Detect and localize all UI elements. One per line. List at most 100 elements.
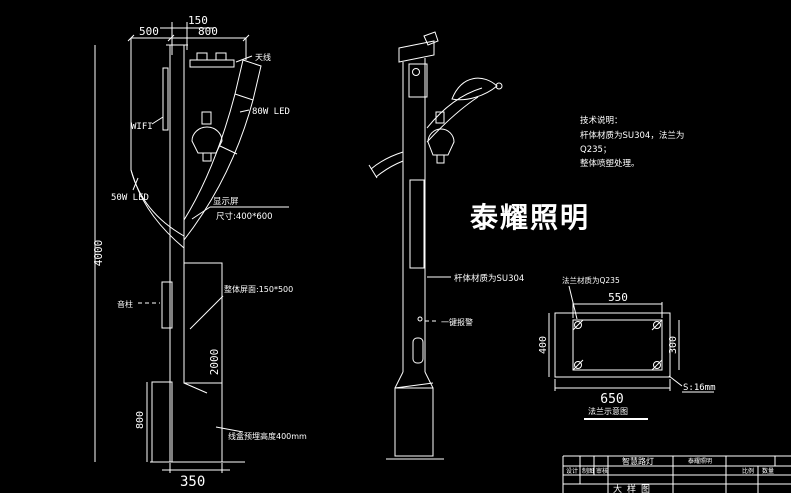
base-top-slant-b <box>394 382 434 389</box>
arm-tip-80w <box>234 59 262 101</box>
arm-curve-outer <box>183 93 236 221</box>
left-arm-curve-inner <box>134 181 185 249</box>
left-arm-cap <box>130 169 136 183</box>
tech-note-line4: 整体喷塑处理。 <box>580 158 640 169</box>
view-a-dimensions: 4000 500 800 150 2000 800 350 <box>92 14 250 490</box>
tb-field-draft: 制图 <box>582 467 594 475</box>
tick <box>167 34 175 42</box>
dim-550: 550 <box>608 291 628 304</box>
flange-material-label: 法兰材质为Q235 <box>562 275 620 285</box>
camera-tail-b <box>436 154 445 164</box>
left-arm-curve-outer <box>130 169 185 237</box>
dim-400: 400 <box>538 336 549 354</box>
bolt-hole <box>653 321 661 329</box>
thickness-label: S:16mm <box>683 383 716 393</box>
top-antenna-box-2 <box>215 52 227 61</box>
screen-slot-b <box>409 179 425 269</box>
dim-650: 650 <box>600 392 623 407</box>
screen-bottom-slant <box>183 382 208 394</box>
tb-field-design: 设计 <box>566 467 578 475</box>
tb-field-scale: 比例 <box>742 467 754 475</box>
panel-label: 整体屏面:150*500 <box>224 284 293 294</box>
brand-watermark: 泰耀照明 <box>470 201 590 234</box>
tech-note-line1: 技术说明： <box>580 115 623 126</box>
wifi-label: WIFI <box>131 122 153 132</box>
flange-caption-underline <box>584 418 648 420</box>
dim-150: 150 <box>188 14 208 27</box>
antenna-label: 天线 <box>255 52 271 62</box>
dim-300: 300 <box>668 336 679 354</box>
bolt-slash <box>651 319 663 331</box>
tb-field-qty: 数量 <box>762 467 774 475</box>
left-bracket-b-inner <box>375 160 404 178</box>
bolt-slash <box>572 319 584 331</box>
pole-cap-b <box>398 40 435 63</box>
camera-dome-b <box>427 128 455 156</box>
led80-leader <box>239 109 250 113</box>
led50-leader <box>132 177 139 191</box>
left-bracket-b-outer <box>370 151 404 170</box>
screen-size-label: 尺寸:400*600 <box>216 211 273 222</box>
tb-field-check: 审核 <box>596 467 608 475</box>
lamp-head-b <box>451 77 498 101</box>
camera-tail <box>202 152 212 162</box>
tick <box>242 34 250 42</box>
bolt-slash <box>651 359 663 371</box>
tb-caption: 大样图 <box>613 483 655 493</box>
camera-leader <box>219 145 238 155</box>
speaker-box <box>161 281 173 329</box>
antenna-leader <box>235 55 253 63</box>
view-b-labels: 杆体材质为SU304 一键报警 <box>425 273 524 327</box>
view-b-structure <box>368 31 503 460</box>
screen-label: 显示屏 <box>213 197 239 207</box>
camera-mount <box>201 111 212 125</box>
equipment-box-b <box>408 63 428 98</box>
screen-leader <box>191 206 211 220</box>
top-plate <box>189 59 235 68</box>
tech-notes: 技术说明： 杆体材质为SU304，法兰为 Q235； 整体喷塑处理。 <box>580 115 684 169</box>
base-slant-l-b <box>394 371 404 389</box>
view-a-structure <box>130 38 262 463</box>
view-a-labels: 天线 WIFI 80W LED 50W LED 显示屏 尺寸:400*600 音… <box>111 52 307 441</box>
alarm-button-b <box>417 316 423 322</box>
arm-curve-b-outer <box>426 87 483 129</box>
flange-detail: 法兰材质为Q235 550 650 400 300 S:16mm 法兰示意图 <box>538 275 716 420</box>
flange-caption: 法兰示意图 <box>588 406 628 416</box>
flange-bolts <box>572 319 663 371</box>
base-box-b <box>394 387 434 457</box>
base-slant-r-b <box>424 371 434 389</box>
tech-note-line2: 杆体材质为SU304，法兰为 <box>580 130 684 141</box>
tech-note-line3: Q235； <box>580 145 611 155</box>
material-label-b: 杆体材质为SU304 <box>454 273 524 284</box>
title-block: 智慧路灯 泰耀照明 设计 制图 审核 比例 数量 大样图 <box>562 455 791 493</box>
hand-hole-b <box>412 337 424 364</box>
camera-dome <box>191 126 223 154</box>
left-bracket-b-cap <box>368 164 378 179</box>
camera-mount-b <box>435 111 445 124</box>
embed-leader <box>215 426 244 433</box>
bolt-hole <box>653 361 661 369</box>
bolt-hole <box>574 361 582 369</box>
dim-4000: 4000 <box>92 240 105 267</box>
arm-curve-inner <box>183 99 254 241</box>
dim-500: 500 <box>139 25 159 38</box>
tick <box>127 34 135 42</box>
tb-company: 泰耀照明 <box>688 457 712 465</box>
speaker-label: 音柱 <box>117 299 133 309</box>
led50-label: 50W LED <box>111 193 149 203</box>
panel-leader <box>189 295 224 330</box>
flange-outer-plate <box>554 312 671 378</box>
top-antenna-b <box>423 31 439 46</box>
wifi-antenna-rod <box>162 67 169 131</box>
flange-bolt-rect <box>572 319 663 371</box>
dim-2000: 2000 <box>208 349 221 376</box>
equipment-lens-b <box>412 68 420 76</box>
lamp-tip-b <box>495 82 503 90</box>
alarm-label-b: 一键报警 <box>441 317 473 327</box>
dim-350: 350 <box>180 474 205 490</box>
bolt-hole <box>574 321 582 329</box>
top-antenna-box-1 <box>196 52 208 61</box>
foundation-box <box>151 381 173 463</box>
